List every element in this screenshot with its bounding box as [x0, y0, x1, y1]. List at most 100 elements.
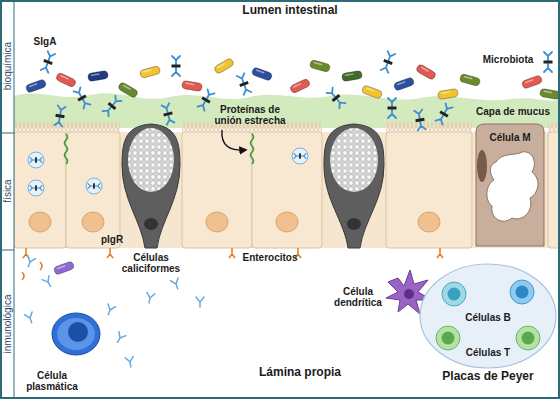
pigr-fragment [22, 272, 24, 280]
node-label: Placas de Peyer [418, 370, 558, 383]
goblet-cell [324, 124, 384, 248]
vesicle [86, 178, 102, 194]
pigr-receptor [229, 248, 235, 258]
b-cell [442, 282, 466, 306]
bacterium [459, 74, 480, 87]
siga-dimer [544, 52, 553, 72]
cell-nucleus [276, 212, 298, 232]
plasma-cell [52, 313, 100, 355]
node-label: Células T [418, 347, 558, 358]
bacterium [539, 88, 560, 99]
vesicle [28, 152, 44, 168]
siga-dimer [172, 56, 181, 76]
lymphocyte-nucleus [442, 332, 455, 345]
siga-dimer [380, 51, 395, 73]
callout-label: Proteínas de unión estrecha [207, 104, 293, 126]
mucin-granules [128, 128, 174, 192]
bacterium [139, 66, 160, 79]
bacterium [213, 58, 234, 75]
callout-label: Célula dendrítica [328, 286, 388, 308]
lymphocyte-body [510, 280, 534, 304]
m-cell-nucleus [477, 150, 487, 182]
cell-nucleus [82, 212, 104, 232]
bacterium [251, 67, 273, 81]
antibody [25, 312, 36, 324]
antibody [145, 292, 155, 303]
node-label: Células B [418, 312, 558, 323]
bacterium [341, 70, 362, 81]
enterocyte [182, 132, 252, 248]
bacterium [309, 60, 330, 73]
siga-dimer [54, 105, 66, 126]
pigr-receptor [437, 248, 443, 258]
bacterium [55, 72, 77, 88]
outer-frame [1, 1, 559, 398]
bacterium [393, 77, 415, 91]
bacterium [521, 75, 543, 89]
mucin-granules [330, 128, 378, 192]
lymphocyte-body [442, 282, 466, 306]
cell-nucleus [144, 218, 158, 230]
lymphocyte-body [516, 326, 540, 350]
antibody [42, 276, 54, 289]
bacterium [87, 70, 108, 81]
t-cell [436, 326, 460, 350]
siga-dimer [414, 109, 426, 130]
m-cell-pocket [487, 152, 538, 221]
bacterium [289, 78, 311, 94]
bacterium [181, 80, 202, 91]
callout-label: SIgA [20, 36, 70, 47]
antibody [196, 297, 204, 307]
enterocyte [14, 132, 66, 248]
antibody [125, 356, 135, 367]
antibody [25, 256, 36, 268]
bacterium [53, 261, 75, 275]
lymphocyte-nucleus [448, 288, 461, 301]
siga-dimer [102, 95, 122, 116]
plasma-cell-cytoplasm [57, 318, 95, 350]
background [1, 1, 559, 398]
callout-label: Células caliciformes [116, 252, 186, 274]
siga-dimer [30, 157, 42, 162]
t-cell [516, 326, 540, 350]
layer-band: Célula M física [0, 133, 560, 250]
layer-strip [1, 1, 14, 398]
siga-dimer [40, 51, 55, 73]
callout-label: Lámina propia [240, 366, 360, 379]
cell-nucleus [347, 218, 361, 230]
bacterium [437, 88, 458, 99]
callout-label: Lumen intestinal [210, 4, 370, 17]
siga-dimer [30, 185, 42, 190]
bacterium [415, 64, 436, 81]
siga-dimer [88, 183, 100, 188]
antibody [171, 278, 182, 290]
bacterium [117, 82, 138, 99]
callout-label: Célula plasmática [14, 370, 90, 392]
vesicle [292, 148, 308, 164]
tight-junction [251, 134, 254, 164]
enterocyte [252, 132, 322, 248]
bacterium [361, 85, 383, 99]
siga-dimer [197, 89, 215, 111]
callout-label: Microbiota [473, 54, 543, 65]
bacterium [25, 79, 47, 93]
pigr-receptor [107, 248, 113, 258]
enterocyte [66, 132, 120, 248]
siga-dimer [73, 87, 91, 109]
layer-label: bioquímica [2, 42, 13, 90]
callout-label: Capa de mucus [473, 106, 553, 117]
siga-dimer [294, 153, 306, 158]
lymphocyte-nucleus [516, 286, 529, 299]
b-cell [510, 280, 534, 304]
siga-dimer [326, 87, 346, 108]
m-cell: Célula M [472, 122, 548, 248]
node-label: Célula M [472, 132, 548, 143]
cell-nucleus [29, 212, 51, 232]
enterocyte [386, 132, 472, 248]
layer-label: física [2, 179, 13, 202]
lymphocyte-nucleus [522, 332, 535, 345]
cell-nucleus [206, 212, 228, 232]
siga-dimer [388, 98, 397, 118]
